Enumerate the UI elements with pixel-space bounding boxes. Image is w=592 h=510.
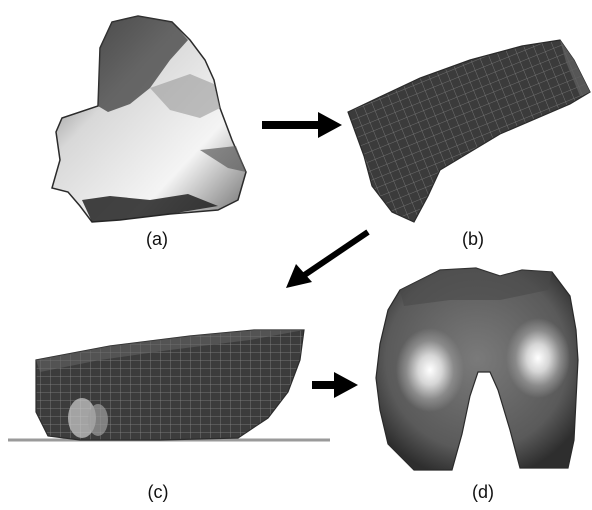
panel-c-mesh (8, 330, 330, 440)
panel-a-surface (52, 16, 246, 222)
caption-a: (a) (146, 229, 168, 249)
panel-d-contour-map (376, 268, 578, 470)
panel-b-mesh (348, 40, 590, 222)
caption-d: (d) (472, 482, 494, 502)
arrow-c-to-d (312, 372, 358, 398)
caption-c: (c) (148, 482, 169, 502)
caption-b: (b) (462, 229, 484, 249)
hotspot-left (396, 328, 464, 412)
arrow-b-to-c (286, 232, 368, 288)
hotspot-right (506, 318, 570, 398)
arrow-a-to-b (262, 112, 342, 138)
